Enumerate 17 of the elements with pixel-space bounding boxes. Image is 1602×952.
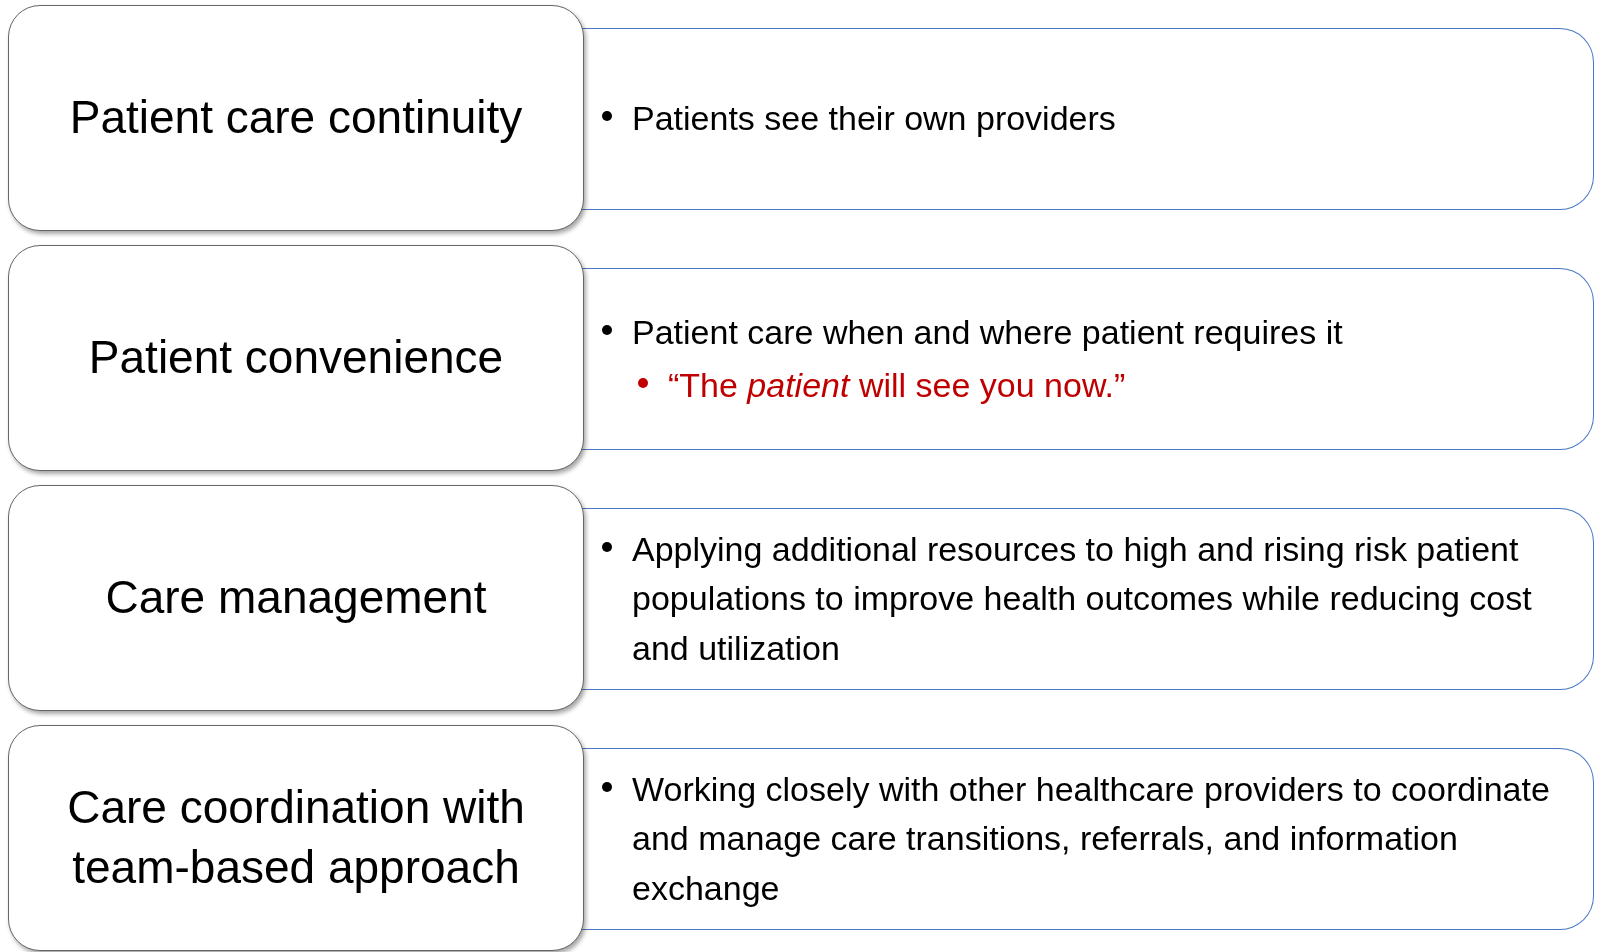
bullet-text: Patient care when and where patient requires it — [632, 311, 1344, 353]
description-box — [582, 28, 1594, 210]
bullet-text: Applying additional resources to high and rising risk patient populations to improve health outcomes while reducing cost and utilization — [632, 529, 1533, 669]
description-box — [582, 748, 1594, 930]
description-box — [582, 508, 1594, 690]
category-title: Patient care continuity — [68, 90, 524, 146]
category-box — [8, 725, 584, 951]
category-box — [8, 245, 584, 471]
category-box — [8, 5, 584, 231]
category-box — [8, 485, 584, 711]
bullet-text: Working closely with other healthcare providers to coordinate and manage care transitions, referrals, and information exchange — [632, 769, 1551, 909]
quote-text: “The patient will see you now.” — [668, 365, 1127, 406]
category-title: Care coordination with team-based approach — [66, 780, 526, 895]
category-title: Patient convenience — [87, 330, 505, 386]
description-box — [582, 268, 1594, 450]
category-title: Care management — [104, 570, 488, 626]
bullet-text: Patients see their own providers — [632, 98, 1117, 140]
